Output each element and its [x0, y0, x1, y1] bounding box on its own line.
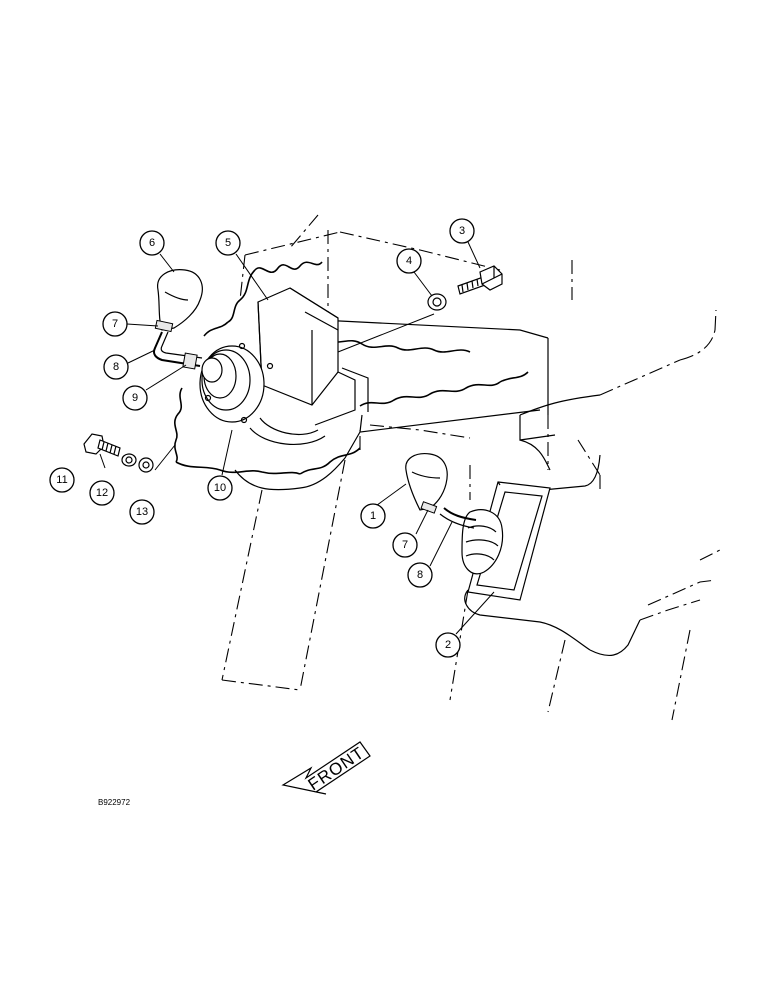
callout-12: 12 [89, 480, 115, 506]
callout-label: 5 [225, 237, 231, 249]
wiring-harness [174, 261, 529, 475]
washer-4 [427, 293, 447, 311]
callout-5: 5 [215, 230, 241, 256]
callout-8-left: 8 [103, 354, 129, 380]
callout-label: 4 [406, 255, 412, 267]
front-label: FRONT [305, 743, 368, 794]
callout-11: 11 [49, 467, 75, 493]
callout-9: 9 [122, 385, 148, 411]
right-control-valve [461, 481, 551, 601]
callout-label: 12 [96, 487, 108, 499]
callout-label: 7 [112, 318, 118, 330]
callout-label: 8 [113, 361, 119, 373]
left-control-valve [199, 287, 369, 446]
callout-6: 6 [139, 230, 165, 256]
callout-10: 10 [207, 475, 233, 501]
callout-4: 4 [396, 248, 422, 274]
front-direction-arrow: FRONT [281, 741, 371, 795]
callout-label: 9 [132, 392, 138, 404]
callout-label: 6 [149, 237, 155, 249]
callout-label: 10 [214, 482, 226, 494]
bolt-11 [83, 433, 121, 457]
callout-label: 1 [370, 510, 376, 522]
callout-label: 13 [136, 506, 148, 518]
leader-lines [99, 241, 495, 635]
washer-13 [138, 457, 154, 473]
callout-label: 11 [56, 474, 67, 486]
callout-1: 1 [360, 503, 386, 529]
callout-8-right: 8 [407, 562, 433, 588]
callout-label: 8 [417, 569, 423, 581]
bolt-3 [457, 265, 503, 295]
callout-2: 2 [435, 632, 461, 658]
lockwasher-12 [121, 453, 137, 467]
callout-13: 13 [129, 499, 155, 525]
right-lever [405, 453, 477, 529]
console-housing [221, 214, 721, 721]
callout-label: 3 [459, 225, 465, 237]
callout-7-left: 7 [102, 311, 128, 337]
drawing-reference-code: B922972 [98, 798, 131, 807]
left-lever [152, 269, 203, 370]
callout-3: 3 [449, 218, 475, 244]
callout-7-right: 7 [392, 532, 418, 558]
callout-label: 7 [402, 539, 408, 551]
callout-label: 2 [445, 639, 451, 651]
